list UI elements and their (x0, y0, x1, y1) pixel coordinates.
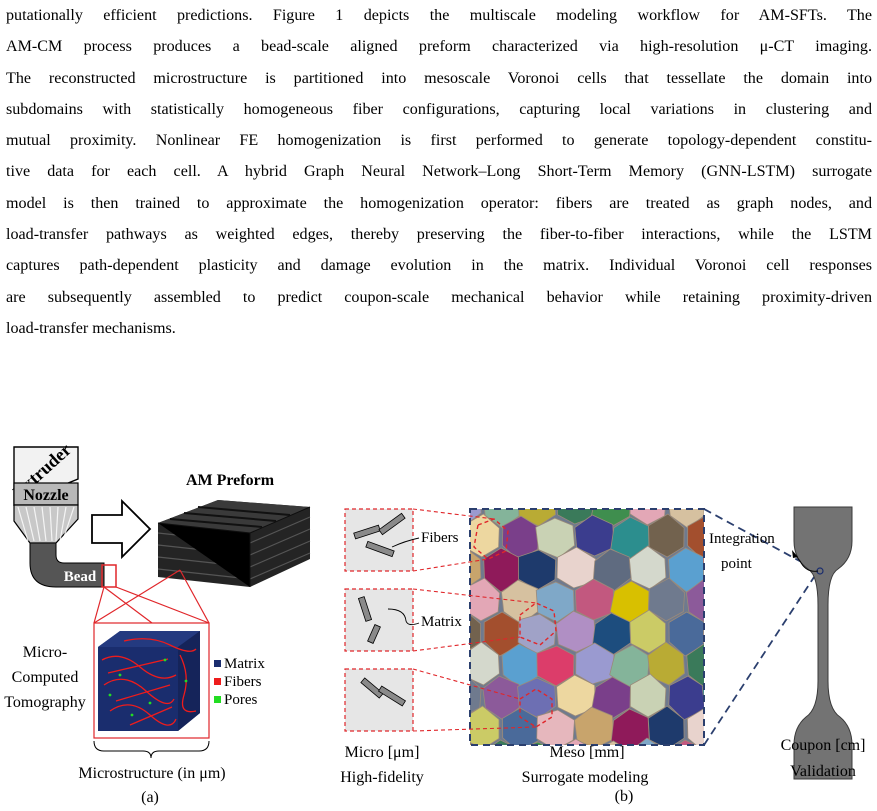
panel-b: Fibers Matrix (340, 482, 865, 805)
paragraph-line: model is then trained to approximate the… (6, 188, 872, 219)
caption-b: (b) (615, 788, 634, 805)
microstructure-brace (94, 741, 209, 758)
voronoi-cell (483, 740, 520, 784)
fibers-callout-label: Fibers (421, 530, 459, 546)
ct-label-line-2: Computed (12, 669, 79, 686)
high-fidelity-label: High-fidelity (340, 769, 424, 786)
matrix-callout-label: Matrix (421, 614, 462, 630)
micro-box-pair (345, 669, 413, 731)
meso-tessellation (444, 482, 759, 784)
micro-box-fibers (345, 509, 413, 571)
voronoi-cell (703, 614, 741, 654)
voronoi-cell (703, 486, 741, 526)
micro-scale-label: Micro [μm] (345, 744, 420, 761)
figure-1: Extruder Nozzle Bead AM Preform (0, 445, 877, 811)
paragraph-line: are subsequently assembled to predict co… (6, 282, 872, 313)
legend-swatch-fibers (214, 678, 221, 685)
paragraph-line: AM-CM process produces a bead-scale alig… (6, 31, 872, 62)
paragraph-line: captures path-dependent plasticity and d… (6, 250, 872, 281)
paragraph-line: The reconstructed microstructure is part… (6, 63, 872, 94)
integration-label-line-1: Integration (709, 531, 775, 547)
paragraph-line: subdomains with statistically homogeneou… (6, 94, 872, 125)
paragraph-line: mutual proximity. Nonlinear FE homogeniz… (6, 125, 872, 156)
ct-cube (98, 631, 200, 731)
legend-label-pores: Pores (224, 692, 257, 708)
paragraph-line: tive data for each cell. A hybrid Graph … (6, 156, 872, 187)
surrogate-label: Surrogate modeling (522, 769, 649, 786)
ct-label-line-1: Micro- (23, 644, 67, 661)
legend-label-fibers: Fibers (224, 674, 262, 690)
bead-label: Bead (64, 569, 97, 585)
nozzle-label: Nozzle (23, 487, 68, 504)
caption-a: (a) (141, 789, 159, 806)
legend-swatch-pores (214, 696, 221, 703)
am-preform (158, 500, 310, 587)
ct-label-line-3: Tomography (4, 694, 86, 711)
process-arrow (92, 501, 150, 557)
legend-swatch-matrix (214, 660, 221, 667)
paragraph-line: load-transfer mechanisms. (6, 313, 872, 344)
voronoi-cell (668, 740, 705, 784)
micro-box-matrix (345, 589, 413, 651)
microstructure-label: Microstructure (in μm) (78, 765, 225, 782)
ct-legend: Matrix Fibers Pores (214, 656, 265, 708)
voronoi-cell (722, 646, 759, 686)
coupon-scale-label: Coupon [cm] (781, 737, 866, 754)
preform-title: AM Preform (186, 472, 275, 489)
legend-label-matrix: Matrix (224, 656, 265, 672)
voronoi-cell (721, 582, 759, 622)
voronoi-cell (722, 710, 759, 750)
paragraph-line: load-transfer pathways as weighted edges… (6, 219, 872, 250)
paragraph-line: putationally efficient predictions. Figu… (6, 0, 872, 31)
meso-scale-label: Meso [mm] (549, 744, 624, 761)
integration-label-line-2: point (721, 556, 753, 572)
validation-label: Validation (790, 763, 856, 780)
voronoi-cell (703, 742, 741, 782)
body-paragraph: putationally efficient predictions. Figu… (6, 0, 872, 344)
panel-a: Extruder Nozzle Bead AM Preform (4, 445, 310, 806)
